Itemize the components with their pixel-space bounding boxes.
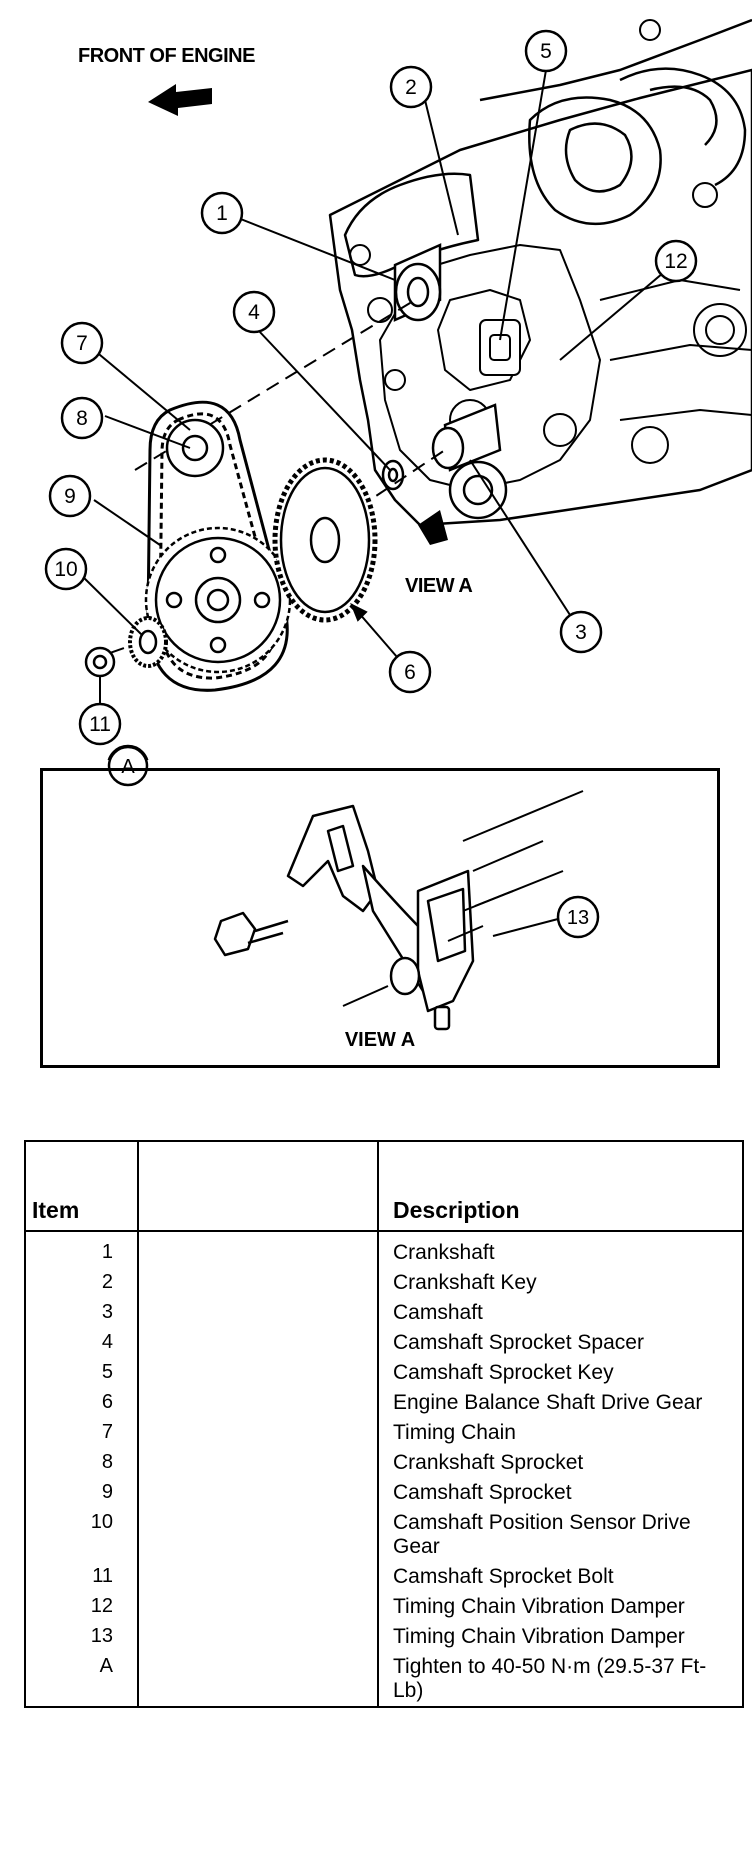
leader-13 xyxy=(492,918,559,937)
row-description: Tighten to 40-50 N·m (29.5-37 Ft-Lb) xyxy=(377,1652,743,1707)
row-item-number: 7 xyxy=(101,1421,113,1443)
callout-13-circle xyxy=(556,895,600,939)
table-row: A Tighten to 40-50 N·m (29.5-37 Ft-Lb) xyxy=(25,1652,743,1707)
callout-9: 9 xyxy=(64,485,76,508)
row-blank-cell xyxy=(137,1231,378,1268)
row-item-number: 4 xyxy=(101,1331,113,1353)
timing-chain xyxy=(146,400,289,692)
callout-a: A xyxy=(107,745,149,787)
view-a-label: VIEW A xyxy=(405,575,472,597)
row-blank-cell xyxy=(137,1298,378,1328)
row-item-number: 2 xyxy=(101,1271,113,1293)
table-row: 13 Timing Chain Vibration Damper xyxy=(25,1622,743,1652)
table-row: 9 Camshaft Sprocket xyxy=(25,1478,743,1508)
row-description: Crankshaft xyxy=(377,1231,743,1268)
table-row: 2 Crankshaft Key xyxy=(25,1268,743,1298)
view-a-inset-label: VIEW A xyxy=(344,1029,416,1051)
crankshaft-sprocket xyxy=(165,418,225,478)
row-blank-cell xyxy=(137,1358,378,1388)
sensor-drive-gear xyxy=(128,616,168,668)
callout-3: 3 xyxy=(575,621,587,644)
row-description: Crankshaft Sprocket xyxy=(377,1448,743,1478)
row-item-number: A xyxy=(99,1655,113,1677)
table-row: 4 Camshaft Sprocket Spacer xyxy=(25,1328,743,1358)
table-row: 7 Timing Chain xyxy=(25,1418,743,1448)
row-blank-cell xyxy=(137,1388,378,1418)
callout-2: 2 xyxy=(405,76,417,99)
header-description: Description xyxy=(377,1141,743,1232)
camshaft-sprocket xyxy=(144,526,292,674)
row-item-number: 5 xyxy=(101,1361,113,1383)
row-item-number: 1 xyxy=(101,1241,113,1263)
crankshaft-snout xyxy=(393,243,442,322)
header-blank xyxy=(137,1141,378,1232)
view-a-arrow-icon xyxy=(418,510,448,545)
callout-11: 11 xyxy=(89,713,111,736)
row-item-number: 10 xyxy=(90,1511,113,1533)
callout-a-text: A xyxy=(121,756,135,778)
header-item: Item xyxy=(25,1141,138,1232)
view-a-inset: 13 VIEW A xyxy=(40,768,720,1068)
row-item-number: 9 xyxy=(101,1481,113,1503)
front-arrow-icon xyxy=(148,84,212,116)
view-a-lines xyxy=(342,790,584,1007)
row-description: Camshaft xyxy=(377,1298,743,1328)
callout-6: 6 xyxy=(404,661,416,684)
row-blank-cell xyxy=(137,1508,378,1562)
table-row: 5 Camshaft Sprocket Key xyxy=(25,1358,743,1388)
row-item-number: 13 xyxy=(90,1625,113,1647)
table-row: 3 Camshaft xyxy=(25,1298,743,1328)
table-row: 12 Timing Chain Vibration Damper xyxy=(25,1592,743,1622)
table-row: 6 Engine Balance Shaft Drive Gear xyxy=(25,1388,743,1418)
row-item-number: 12 xyxy=(90,1595,113,1617)
row-description: Crankshaft Key xyxy=(377,1268,743,1298)
balance-shaft-drive-gear xyxy=(272,457,378,623)
row-blank-cell xyxy=(137,1478,378,1508)
row-blank-cell xyxy=(137,1448,378,1478)
callout-7: 7 xyxy=(76,332,88,355)
row-item-number: 8 xyxy=(101,1451,113,1473)
row-description: Timing Chain Vibration Damper xyxy=(377,1592,743,1622)
callout-numbers: 1 2 5 12 4 7 8 9 10 3 6 11 xyxy=(54,40,687,736)
row-blank-cell xyxy=(137,1652,378,1707)
row-description: Timing Chain Vibration Damper xyxy=(377,1622,743,1652)
table-header-row: Item Description xyxy=(25,1141,743,1232)
row-blank-cell xyxy=(137,1622,378,1652)
exploded-diagram: FRONT OF ENGINE xyxy=(44,18,752,760)
row-description: Camshaft Sprocket Bolt xyxy=(377,1562,743,1592)
callout-8: 8 xyxy=(76,407,88,430)
row-blank-cell xyxy=(137,1418,378,1448)
table-row: 11 Camshaft Sprocket Bolt xyxy=(25,1562,743,1592)
front-of-engine-label: FRONT OF ENGINE xyxy=(78,45,255,67)
sprocket-bolt xyxy=(84,646,116,678)
table-row: 1 Crankshaft xyxy=(25,1231,743,1268)
row-description: Timing Chain xyxy=(377,1418,743,1448)
row-description: Camshaft Sprocket xyxy=(377,1478,743,1508)
row-item-number: 3 xyxy=(101,1301,113,1323)
table-row: 8 Crankshaft Sprocket xyxy=(25,1448,743,1478)
view-a-drawing: 13 xyxy=(213,790,600,1031)
callout-12: 12 xyxy=(664,250,687,273)
row-blank-cell xyxy=(137,1562,378,1592)
table-row: 10 Camshaft Position Sensor Drive Gear xyxy=(25,1508,743,1562)
leader-lines xyxy=(78,69,677,673)
row-item-number: 11 xyxy=(92,1565,113,1587)
callout-4: 4 xyxy=(248,301,260,324)
row-blank-cell xyxy=(137,1268,378,1298)
row-description: Camshaft Sprocket Spacer xyxy=(377,1328,743,1358)
callout-5: 5 xyxy=(540,40,552,63)
callout-13: 13 xyxy=(567,907,589,929)
row-description: Camshaft Position Sensor Drive Gear xyxy=(377,1508,743,1562)
row-blank-cell xyxy=(137,1328,378,1358)
row-description: Camshaft Sprocket Key xyxy=(377,1358,743,1388)
row-item-number: 6 xyxy=(101,1391,113,1413)
callout-1: 1 xyxy=(216,202,228,225)
row-description: Engine Balance Shaft Drive Gear xyxy=(377,1388,743,1418)
row-blank-cell xyxy=(137,1592,378,1622)
callout-10: 10 xyxy=(54,558,77,581)
